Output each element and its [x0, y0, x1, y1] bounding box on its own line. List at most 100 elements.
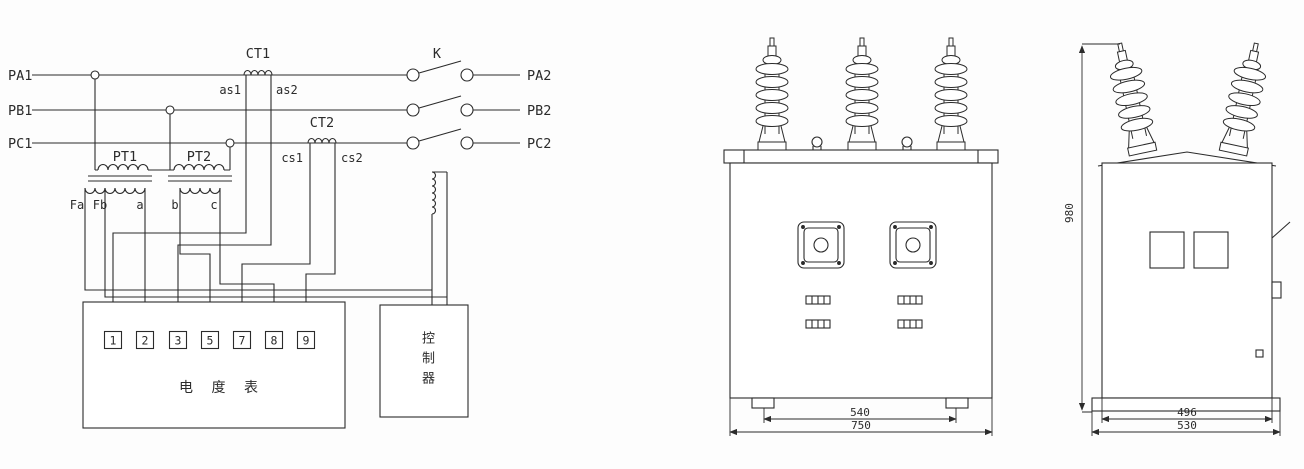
pt2-label: PT2 — [187, 149, 211, 165]
pt-primary-lead-a — [94, 79, 98, 171]
wiring-schematic: PA1 PA2 PB1 PB2 PC1 PC2 CT1 as1 as2 CT — [8, 46, 551, 429]
controller-lead-right — [432, 171, 448, 305]
lifting-lug — [811, 136, 823, 150]
switch-pole-c — [406, 128, 520, 150]
switch-k: K — [406, 46, 520, 150]
dim-980-label: 980 — [1063, 203, 1076, 223]
pt1-secondary-coil — [84, 187, 146, 194]
terminal-number: 8 — [271, 334, 278, 348]
controller-box-outline — [379, 304, 469, 418]
terminal-strip — [897, 295, 923, 305]
side-view: 496 530 980 — [1063, 39, 1291, 436]
ct1-label: CT1 — [246, 46, 270, 62]
pt2-core — [168, 175, 232, 182]
terminal-strip — [805, 319, 831, 329]
lifting-lug — [901, 136, 913, 150]
meter-box: 1 2 3 5 7 8 9 — [82, 301, 346, 429]
wire-b-to-terminal5 — [179, 188, 211, 331]
pt2-primary-coil — [173, 164, 225, 171]
tank-body — [729, 162, 993, 399]
base-slab — [1091, 397, 1281, 412]
wire-fa-to-controller — [84, 188, 432, 291]
mounting-foot-left — [751, 397, 775, 409]
dim-750-label: 750 — [851, 419, 871, 432]
pt1-primary-coil — [97, 164, 149, 171]
terminal-number: 3 — [175, 334, 182, 348]
inspection-window-left — [797, 221, 845, 269]
tap-junction — [165, 105, 175, 115]
front-view: 540 750 — [723, 37, 999, 436]
bushing-insulator — [1216, 39, 1273, 157]
switch-pole-b — [406, 95, 520, 117]
phase-c-output-label: PC2 — [527, 136, 551, 152]
phase-b-output-label: PB2 — [527, 103, 551, 119]
terminal-number: 9 — [303, 334, 310, 348]
phase-a-input-label: PA1 — [8, 68, 32, 84]
inspection-window-right — [889, 221, 937, 269]
ct1-s1-label: as1 — [219, 83, 241, 97]
nameplate — [1193, 231, 1229, 269]
meter-terminal-3: 3 — [168, 330, 188, 350]
phase-c-input-label: PC1 — [8, 136, 32, 152]
ct2-coil — [307, 137, 337, 144]
current-transformer-ct2: CT2 cs1 cs2 — [281, 115, 362, 165]
secondary-terminal-a-label: a — [136, 198, 143, 212]
pt-primary-lead-c — [224, 147, 231, 171]
wire-as2-to-terminal3 — [177, 75, 272, 331]
terminal-number: 7 — [239, 334, 246, 348]
meter-terminal-2: 2 — [135, 330, 155, 350]
ct1-coil — [243, 69, 273, 76]
controller-label: 控制器 — [419, 331, 434, 391]
dim-530-label: 530 — [1177, 419, 1197, 432]
bushing-insulator — [934, 37, 968, 151]
secondary-terminal-fb-label: Fb — [93, 198, 107, 212]
meter-terminal-5: 5 — [200, 330, 220, 350]
potential-transformers: PT1 PT2 Fa Fb a b c — [70, 79, 232, 212]
pt2-secondary-coil — [179, 187, 221, 194]
side-dimensions: 496 530 980 — [1063, 43, 1281, 436]
tank-body-side — [1101, 162, 1273, 399]
front-dimensions: 540 750 — [729, 398, 993, 436]
tap-junction — [90, 70, 100, 80]
dim-496-label: 496 — [1177, 406, 1197, 419]
side-tab — [1271, 281, 1282, 299]
mounting-foot-right — [945, 397, 969, 409]
ct2-s1-label: cs1 — [281, 151, 303, 165]
controller-coil — [431, 171, 437, 305]
ct2-label: CT2 — [310, 115, 334, 131]
current-transformer-ct1: CT1 as1 as2 — [219, 46, 297, 97]
bushing-insulator — [845, 37, 879, 151]
meter-label: 电 度 表 — [179, 380, 265, 396]
dim-540-label: 540 — [850, 406, 870, 419]
phase-line-a: PA1 PA2 — [8, 68, 551, 84]
secondary-terminal-fa-label: Fa — [70, 198, 84, 212]
meter-terminal-7: 7 — [232, 330, 252, 350]
drain-plug — [1255, 349, 1264, 358]
meter-terminal-1: 1 — [103, 330, 123, 350]
tap-junction — [225, 138, 235, 148]
tank-roof — [1097, 151, 1277, 167]
phase-a-output-label: PA2 — [527, 68, 551, 84]
bushing-insulator — [1103, 39, 1160, 157]
tank-lid — [723, 149, 999, 164]
ct1-s2-label: as2 — [276, 83, 298, 97]
meter-box-outline — [82, 301, 346, 429]
terminal-number: 1 — [110, 334, 117, 348]
terminal-strip — [805, 295, 831, 305]
ct2-s2-label: cs2 — [341, 151, 363, 165]
phase-line-b: PB1 PB2 — [8, 103, 551, 119]
terminal-number: 2 — [142, 334, 149, 348]
terminal-number: 5 — [207, 334, 214, 348]
bushing-insulator — [755, 37, 789, 151]
support-bracket — [1271, 221, 1291, 239]
secondary-terminal-c-label: c — [210, 198, 217, 212]
nameplate — [1149, 231, 1185, 269]
switch-pole-a — [406, 60, 520, 82]
phase-b-input-label: PB1 — [8, 103, 32, 119]
switch-k-label: K — [433, 46, 442, 62]
meter-terminal-8: 8 — [264, 330, 284, 350]
terminal-strip — [897, 319, 923, 329]
wire-fb-to-controller — [104, 188, 447, 298]
